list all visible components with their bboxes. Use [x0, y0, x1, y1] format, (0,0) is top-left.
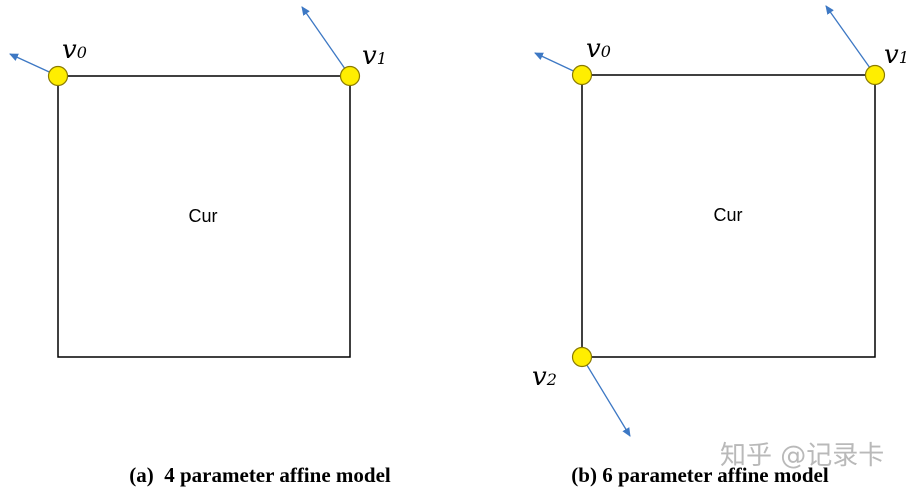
control-point-v2-b — [571, 346, 593, 368]
panel-a: Cur v0 v1 (a) 4 parameter affine model — [9, 6, 391, 487]
motion-vector-v1-b — [825, 5, 876, 76]
motion-vector-v1-a — [301, 6, 351, 77]
block-label-b: Cur — [713, 205, 742, 225]
label-v0-b: v0 — [586, 34, 611, 64]
label-v1-b: v1 — [884, 40, 909, 70]
control-point-v1-b — [864, 64, 886, 86]
label-v2-b: v2 — [532, 362, 557, 392]
control-point-v0-b — [571, 64, 593, 86]
caption-b: (b) 6 parameter affine model — [571, 463, 829, 487]
watermark: 知乎 @记录卡 — [720, 441, 884, 471]
current-block-a — [57, 75, 351, 358]
panel-b: Cur v0 v1 v2 (b) 6 parameter affine mode… — [532, 5, 909, 487]
control-point-v0-a — [47, 65, 69, 87]
motion-vector-v2-b — [581, 356, 631, 437]
label-v1-a: v1 — [362, 41, 387, 71]
caption-a: (a) 4 parameter affine model — [129, 463, 391, 487]
control-point-v1-a — [339, 65, 361, 87]
label-v0-a: v0 — [62, 35, 87, 65]
current-block-b — [581, 74, 876, 358]
block-label-a: Cur — [188, 206, 217, 226]
